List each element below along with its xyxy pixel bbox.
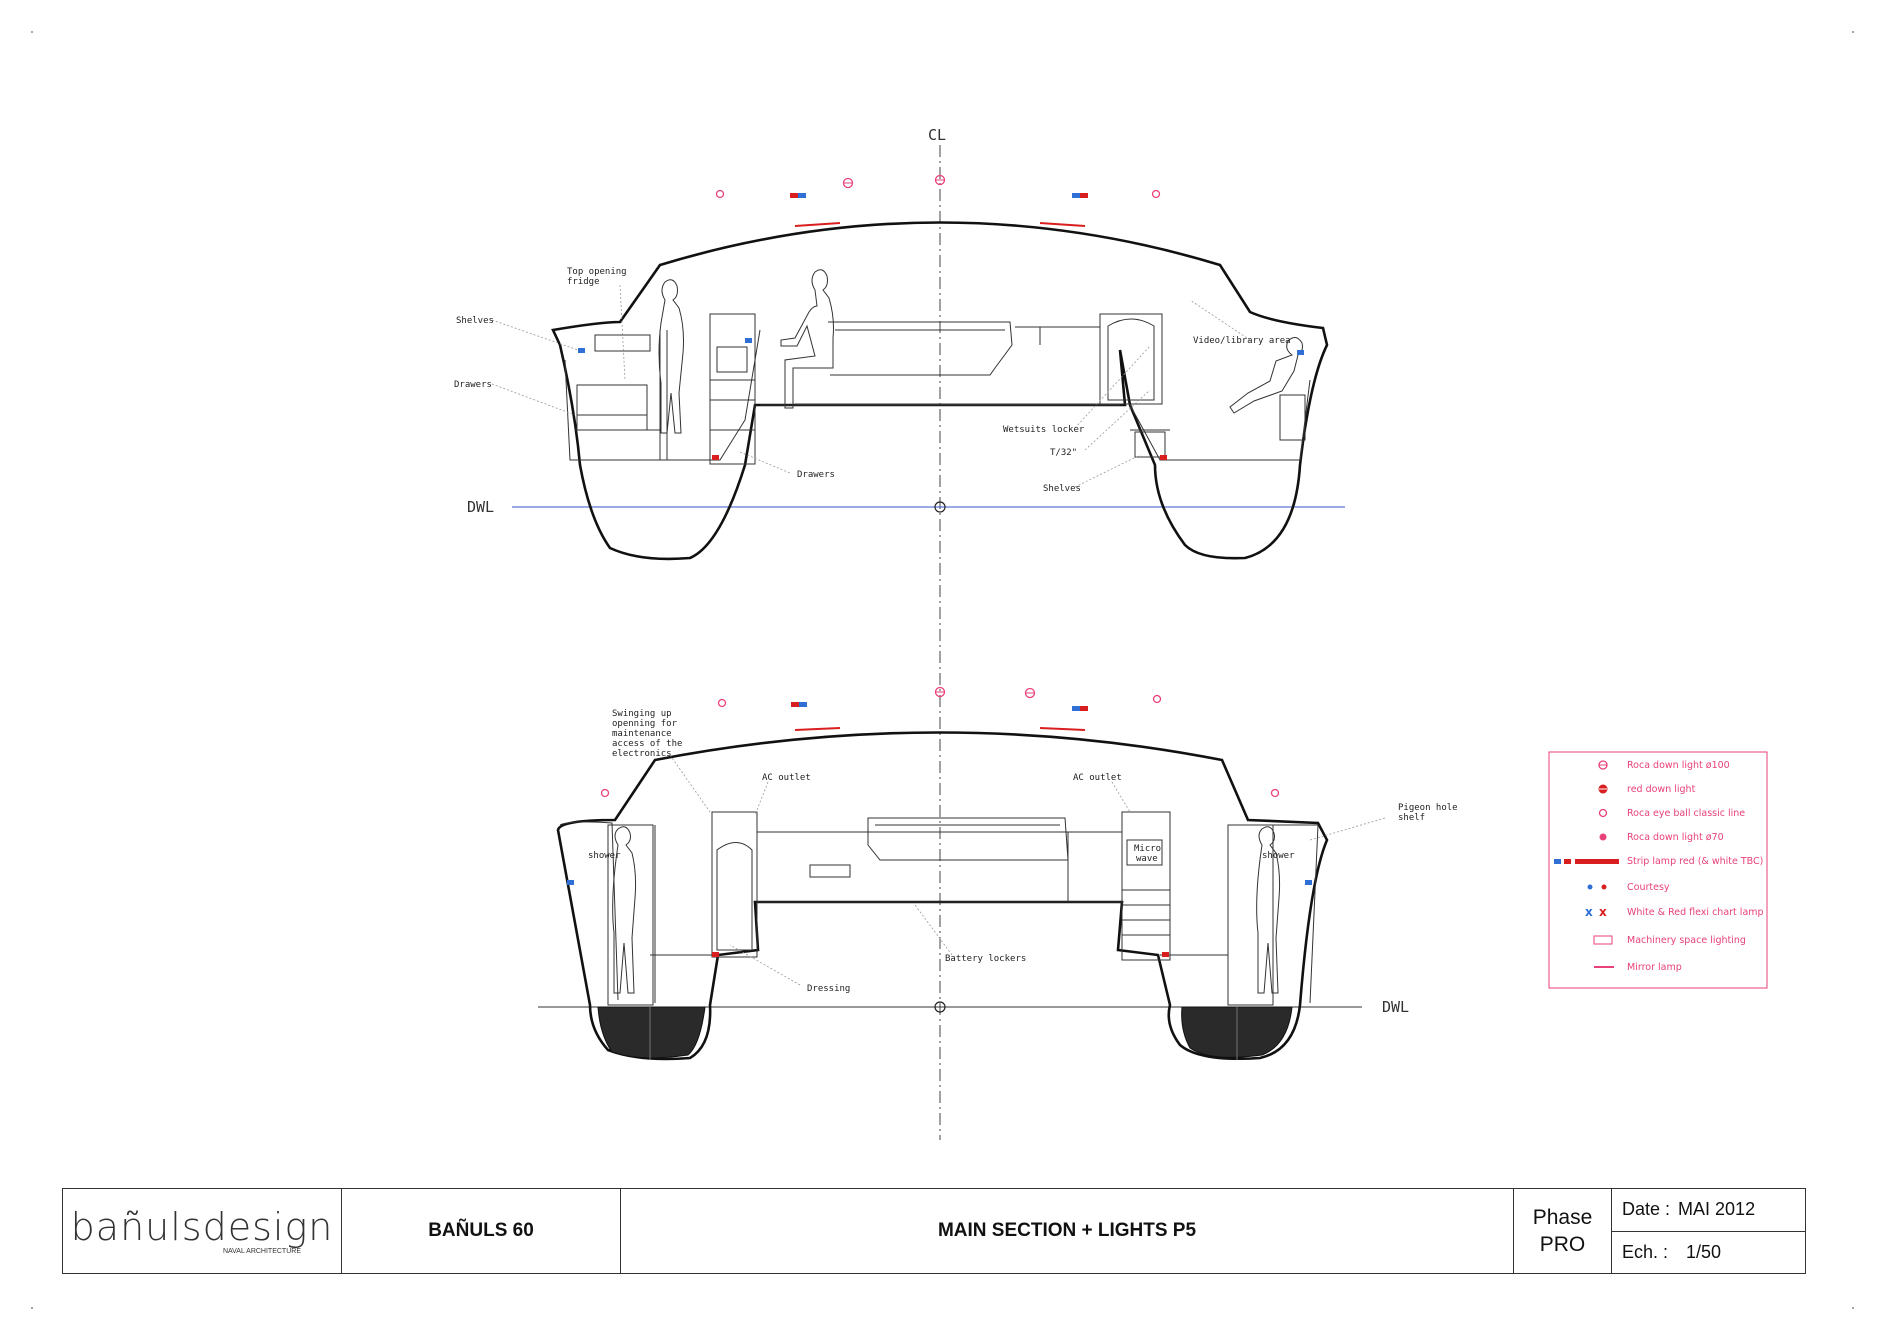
legend-label-5: Strip lamp red (& white TBC) [1627,856,1763,867]
label-dressing: Dressing [807,984,850,994]
machinery-lighting-icon [1593,935,1613,945]
label-swinging-5: electronics [612,749,672,759]
person-left [658,279,684,434]
label-drawers-left: Drawers [454,380,492,390]
scale-label: Ech. : [1622,1241,1669,1262]
lower-roof-lights [567,686,1312,957]
legend-label-8: Machinery space lighting [1627,935,1746,946]
label-shower-right: shower [1262,851,1295,861]
label-swinging-4: access of the [612,739,682,749]
upper-leaders [491,284,1251,488]
lower-waterline-label: DWL [1382,998,1409,1016]
person-shower-left [612,826,637,994]
label-shelves-right: Shelves [1043,484,1081,494]
roca-eye-ball-icon [1598,808,1608,818]
legend-label-4: Roca down light ø70 [1627,832,1724,843]
label-shelves-left: Shelves [456,316,494,326]
person-seated-center [780,269,834,409]
roca-down-light-100-icon [1598,760,1608,770]
label-swinging-2: openning for [612,719,678,729]
phase-cell: Phase PRO [1514,1189,1612,1273]
upper-roof-lights [578,174,1304,460]
drawing-title: MAIN SECTION + LIGHTS P5 [621,1189,1514,1273]
phase-value: PRO [1539,1233,1586,1256]
project-name: BAÑULS 60 [342,1189,621,1273]
lower-section: DWL [538,686,1458,1061]
lower-leaders [669,754,1386,986]
label-shower-left: shower [588,851,621,861]
courtesy-icon [1587,884,1607,890]
svg-text:x: x [1599,905,1607,919]
svg-text:x: x [1585,905,1593,919]
label-wetsuits-locker: Wetsuits locker [1003,425,1085,435]
upper-waterline-label: DWL [467,498,494,516]
date-row: Date : MAI 2012 [1612,1189,1805,1232]
label-top-opening-fridge-2: fridge [567,277,600,287]
label-battery-lockers: Battery lockers [945,954,1026,964]
label-microwave-1: Micro [1134,844,1161,854]
legend-label-6: Courtesy [1627,882,1670,893]
label-swinging-3: maintenance [612,729,672,739]
scale-value: 1/50 [1686,1241,1722,1262]
roca-down-light-70-icon [1599,833,1607,841]
person-reclined-right [1229,337,1303,414]
centerline-label: CL [928,126,946,144]
label-video-library: Video/library area [1193,336,1291,346]
red-down-light-icon [1598,784,1608,794]
label-ac-outlet-right: AC outlet [1073,773,1122,783]
label-top-opening-fridge-1: Top opening [567,267,627,277]
company-logo: bañulsdesign NAVAL ARCHITECTURE [63,1189,342,1273]
logo-wordmark: bañulsdesign [70,1204,334,1249]
legend-label-2: red down light [1627,784,1696,795]
legend-label-3: Roca eye ball classic line [1627,808,1745,819]
phase-label: Phase [1532,1205,1593,1229]
lower-hull-outline [556,731,1329,1061]
person-shower-right [1256,826,1281,994]
upper-section: DWL [454,174,1345,561]
label-drawers-center: Drawers [797,470,835,480]
scale-row: Ech. : 1/50 [1612,1232,1805,1274]
label-microwave-2: wave [1136,854,1158,864]
label-swinging-1: Swinging up [612,709,672,719]
legend-label-9: Mirror lamp [1627,962,1682,973]
legend-label-1: Roca down light ø100 [1627,760,1730,771]
label-pigeon-hole-1: Pigeon hole [1398,803,1458,813]
label-tv: T/32" [1050,448,1077,458]
label-ac-outlet-left: AC outlet [762,773,811,783]
title-block: bañulsdesign NAVAL ARCHITECTURE BAÑULS 6… [62,1188,1806,1274]
logo-subtitle: NAVAL ARCHITECTURE [222,1247,301,1255]
label-pigeon-hole-2: shelf [1398,813,1425,823]
date-scale-cell: Date : MAI 2012 Ech. : 1/50 [1612,1189,1805,1273]
corner-marks [31,31,1854,1309]
lower-keel-left [597,1006,706,1059]
upper-hull-outline [551,221,1329,561]
legend-label-7: White & Red flexi chart lamp [1627,907,1764,918]
strip-lamp-icon [1554,859,1619,864]
date-label: Date : [1622,1199,1671,1220]
date-value: MAI 2012 [1678,1199,1756,1220]
